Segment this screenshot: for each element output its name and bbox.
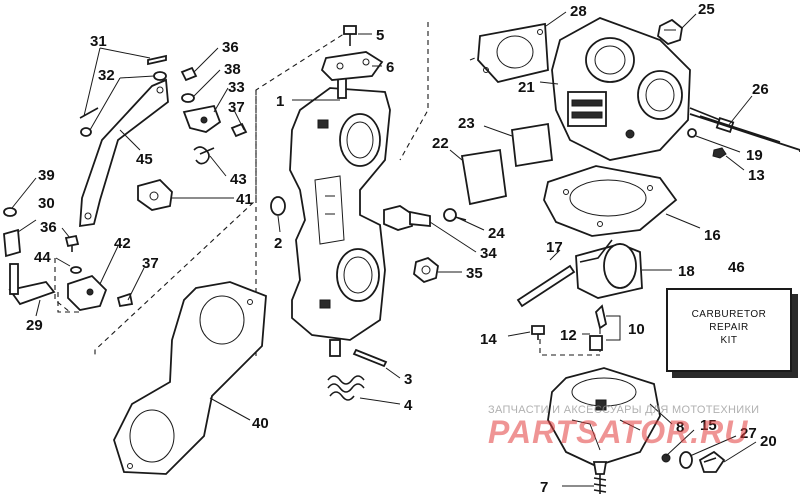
callout-36-top: 36 <box>222 39 239 56</box>
callout-2: 2 <box>274 235 282 252</box>
needle-valve-part-12 <box>589 304 608 351</box>
callout-18: 18 <box>678 263 695 280</box>
callout-19: 19 <box>746 147 763 164</box>
callout-30: 30 <box>38 195 55 212</box>
screw-part-37-lower <box>116 292 134 308</box>
callout-4: 4 <box>404 397 413 414</box>
callout-15: 15 <box>700 417 717 434</box>
fitting-part-34 <box>383 205 431 231</box>
callout-22: 22 <box>432 135 449 152</box>
repair-kit-box: CARBURETOR REPAIR KIT <box>666 288 792 372</box>
callout-37-lower: 37 <box>142 255 159 272</box>
lever-part-42 <box>67 274 108 311</box>
clip-part-44 <box>70 266 82 274</box>
screw-part-36-top <box>180 66 198 82</box>
callout-46: 46 <box>728 259 745 276</box>
pin-part-31 <box>79 54 167 119</box>
gasket-part-16 <box>543 165 678 237</box>
callout-16: 16 <box>704 227 721 244</box>
nut-part-13 <box>712 147 727 159</box>
callout-42: 42 <box>114 235 131 252</box>
spring-part-43 <box>193 146 215 165</box>
callout-41: 41 <box>236 191 253 208</box>
float-part-18 <box>575 239 643 299</box>
kit-label-line-3: KIT <box>720 335 738 346</box>
plug-part-2 <box>270 196 286 216</box>
callout-17: 17 <box>546 239 563 256</box>
callout-38: 38 <box>224 61 241 78</box>
kit-label-line-1: CARBURETOR <box>691 309 767 320</box>
watermark-logo: PARTSATOR.RU <box>488 414 749 450</box>
long-screw-part-26 <box>689 107 800 152</box>
cover-plate-part-22 <box>460 148 507 206</box>
screw-part-36-lower <box>64 234 80 252</box>
callout-27: 27 <box>740 425 757 442</box>
callout-31: 31 <box>90 33 107 50</box>
callout-37-top: 37 <box>228 99 245 116</box>
callout-40: 40 <box>252 415 269 432</box>
lever-part-33 <box>182 104 222 133</box>
callout-10: 10 <box>628 321 645 338</box>
kit-label-line-2: REPAIR <box>709 322 749 333</box>
callout-labels: 1 2 3 4 5 6 7 8 10 12 13 14 15 16 17 18 … <box>26 1 777 496</box>
washer-part-27 <box>679 451 693 469</box>
spring-part-4 <box>327 375 365 401</box>
callout-6: 6 <box>386 59 394 76</box>
callout-21: 21 <box>518 79 535 96</box>
callout-13: 13 <box>748 167 765 184</box>
pin-part-17 <box>516 264 576 308</box>
callout-12: 12 <box>560 327 577 344</box>
callout-33: 33 <box>228 79 245 96</box>
callout-24: 24 <box>488 225 505 242</box>
callout-39: 39 <box>38 167 55 184</box>
watermark-caption: ЗАПЧАСТИ И АКСЕССУАРЫ ДЛЯ МОТОТЕХНИКИ <box>488 404 760 416</box>
leader-lines <box>11 11 757 487</box>
gasket-part-28 <box>477 22 549 83</box>
callout-29: 29 <box>26 317 43 334</box>
assembly-guide-lines <box>54 22 601 360</box>
screw-part-5 <box>343 25 357 46</box>
callout-20: 20 <box>760 433 777 450</box>
callout-44: 44 <box>34 249 51 266</box>
plug-part-20 <box>698 450 726 473</box>
intake-body-part-21 <box>551 17 691 161</box>
callout-35: 35 <box>466 265 483 282</box>
link-arm-part-45 <box>79 78 169 228</box>
callout-14: 14 <box>480 331 497 348</box>
screw-part-24 <box>443 208 467 222</box>
nut-part-35 <box>413 256 439 284</box>
screw-part-7 <box>592 461 608 494</box>
washer-part-39 <box>3 207 17 217</box>
gasket-part-23 <box>511 122 553 168</box>
screw-part-15 <box>661 453 671 463</box>
lever-part-29 <box>8 263 56 306</box>
callout-34: 34 <box>480 245 497 262</box>
callout-7: 7 <box>540 479 548 496</box>
callout-26: 26 <box>752 81 769 98</box>
float-bowl-part-8 <box>547 367 661 467</box>
screw-part-14 <box>531 325 545 340</box>
callout-8: 8 <box>676 419 684 436</box>
callout-28: 28 <box>570 3 587 20</box>
callout-23: 23 <box>458 115 475 132</box>
callout-3: 3 <box>404 371 412 388</box>
callout-36-lower: 36 <box>40 219 57 236</box>
callout-32: 32 <box>98 67 115 84</box>
callout-43: 43 <box>230 171 247 188</box>
bushing-part-30 <box>3 228 21 258</box>
callout-25: 25 <box>698 1 715 18</box>
gasket-part-40 <box>113 281 267 475</box>
bolt-part-25 <box>657 18 683 46</box>
washer-part-19 <box>687 128 697 138</box>
bracket-part-6 <box>320 51 384 81</box>
bracket-part-41 <box>137 178 173 211</box>
carburetor-body-part-1 <box>289 77 391 357</box>
clip-part-32 <box>80 71 167 137</box>
washer-part-38 <box>181 93 195 103</box>
pin-part-3 <box>352 348 388 368</box>
callout-5: 5 <box>376 27 384 44</box>
callout-45: 45 <box>136 151 153 168</box>
callout-1: 1 <box>276 93 284 110</box>
